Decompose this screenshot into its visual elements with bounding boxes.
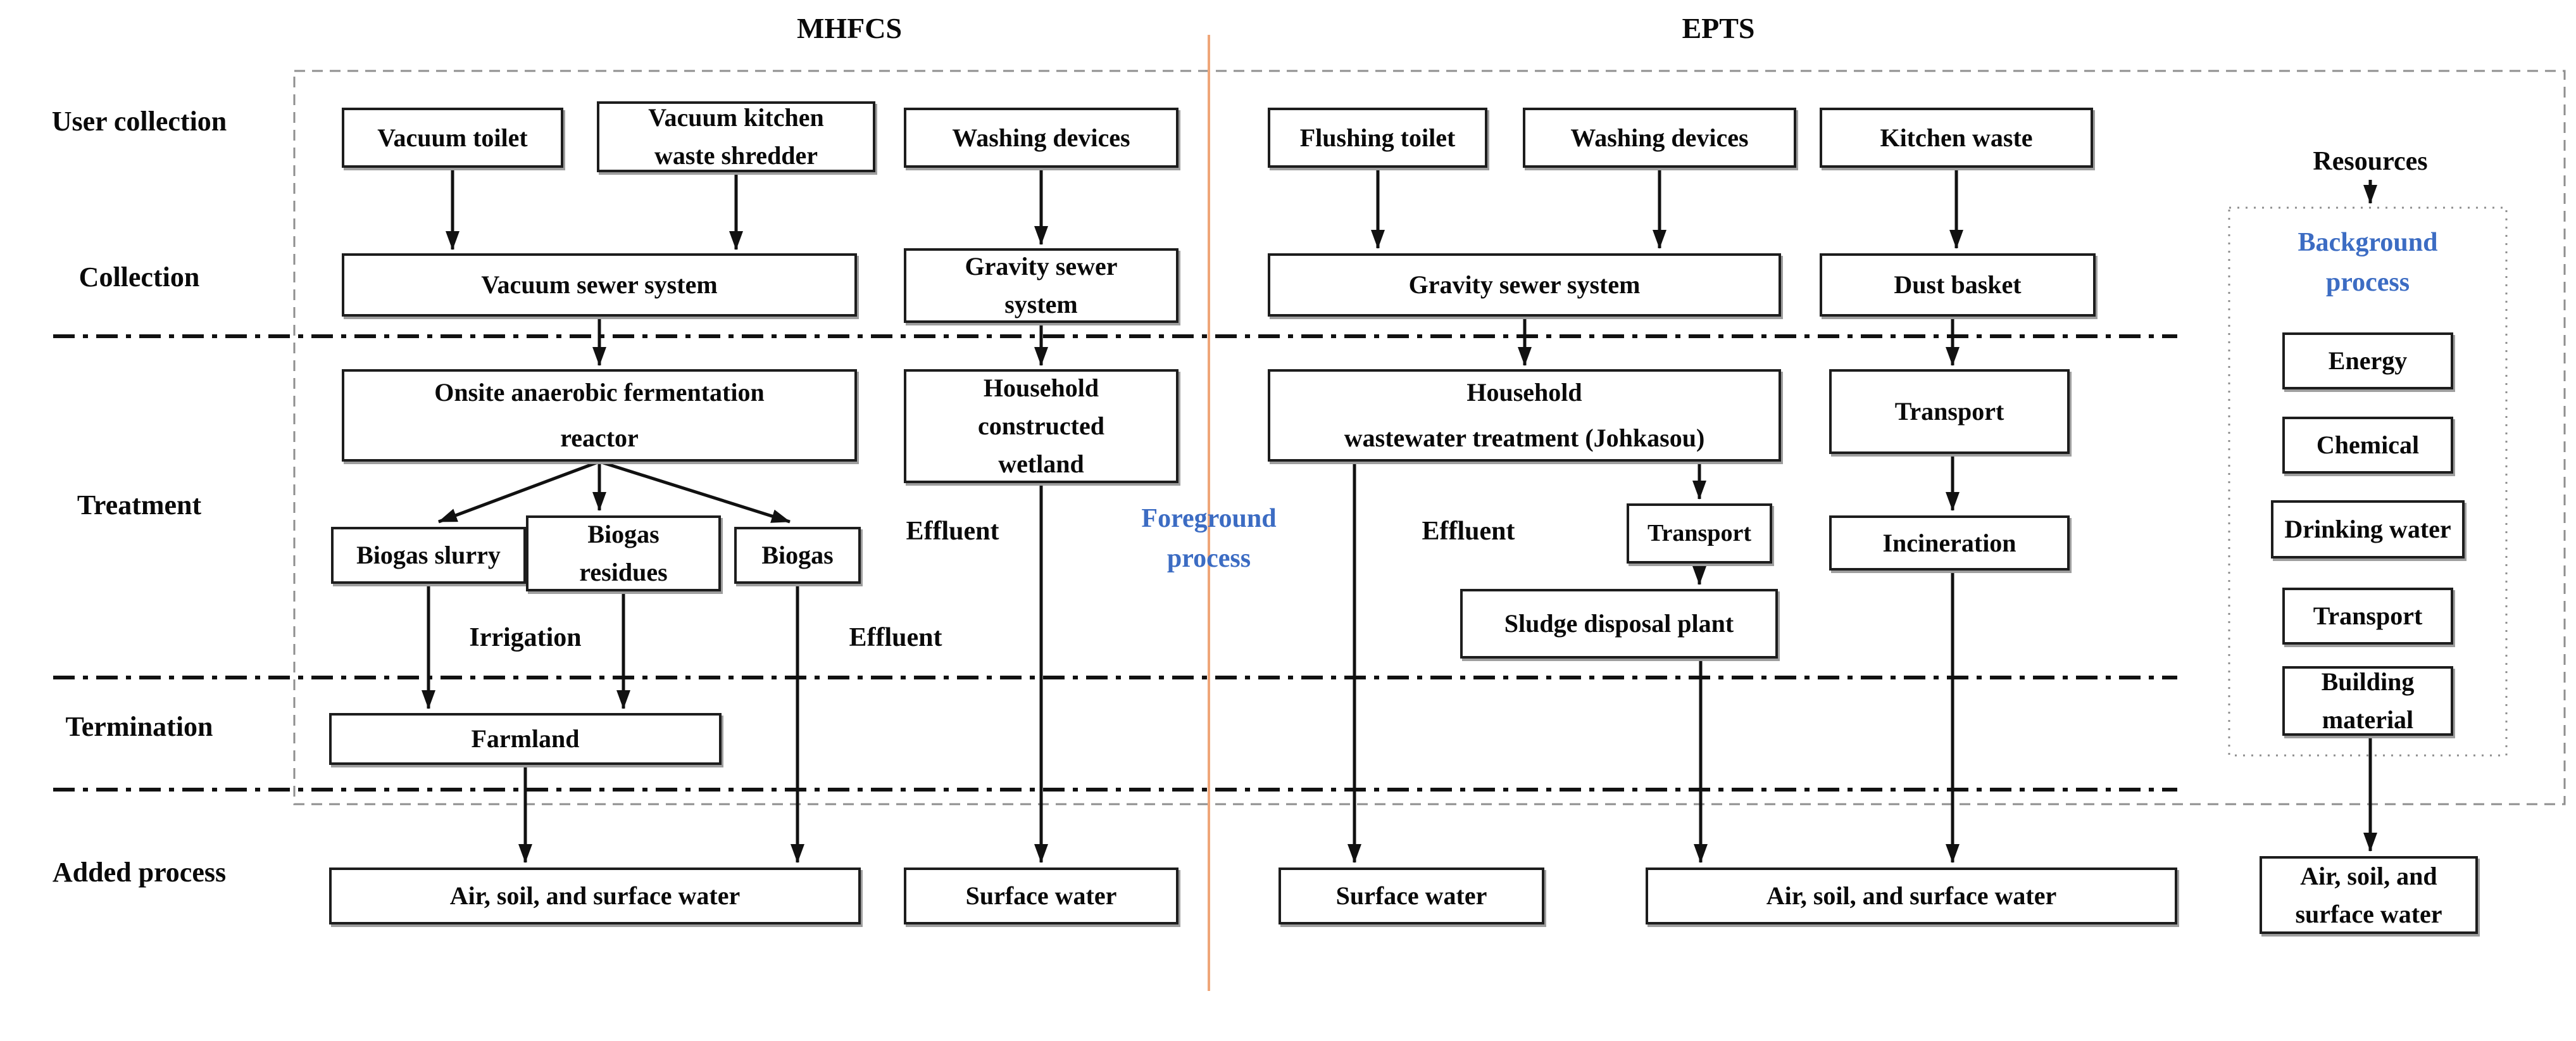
- header-mhfcs: MHFCS: [796, 12, 903, 44]
- label-effluent-wetland: Effluent: [906, 517, 999, 546]
- box-household-wastewater-treatment-johkasou: Household wastewater treatment (Johkasou…: [1268, 369, 1781, 462]
- box-onsite-anaerobic-fermentation-reactor: Onsite anaerobic fermentation reactor: [342, 369, 857, 462]
- box-surface-water-mhfcs: Surface water: [904, 868, 1179, 924]
- box-gravity-sewer-system-epts: Gravity sewer system: [1268, 253, 1781, 317]
- label-irrigation: Irrigation: [469, 623, 582, 652]
- box-air-soil-surface-water-mhfcs: Air, soil, and surface water: [329, 868, 861, 924]
- box-drinking-water: Drinking water: [2271, 500, 2465, 558]
- box-air-soil-surface-water-epts: Air, soil, and surface water: [1646, 868, 2177, 924]
- stage-label-treatment: Treatment: [77, 489, 202, 520]
- background-process-dotted-box: [2228, 206, 2508, 757]
- box-incineration: Incineration: [1829, 515, 2070, 571]
- box-biogas: Biogas: [734, 527, 861, 584]
- box-air-soil-surface-water-background: Air, soil, and surface water: [2260, 856, 2478, 934]
- box-gravity-sewer-system-mhfcs: Gravity sewer system: [904, 248, 1179, 323]
- box-building-material: Building material: [2282, 666, 2453, 736]
- box-household-constructed-wetland: Household constructed wetland: [904, 369, 1179, 483]
- box-sludge-disposal-plant: Sludge disposal plant: [1460, 589, 1778, 659]
- arrow-reactor-to-biogas-slurry: [438, 460, 600, 524]
- box-transport-background: Transport: [2282, 588, 2453, 645]
- box-transport-johkasou: Transport: [1627, 503, 1772, 564]
- box-vacuum-toilet: Vacuum toilet: [342, 108, 563, 168]
- header-epts: EPTS: [1682, 12, 1755, 44]
- box-farmland: Farmland: [329, 713, 722, 765]
- box-energy: Energy: [2282, 332, 2453, 389]
- box-surface-water-epts: Surface water: [1279, 868, 1544, 924]
- stage-label-collection: Collection: [78, 262, 200, 293]
- box-transport-epts: Transport: [1829, 369, 2070, 454]
- box-chemical: Chemical: [2282, 417, 2453, 474]
- box-washing-devices-mhfcs: Washing devices: [904, 108, 1179, 168]
- box-vacuum-kitchen-waste-shredder: Vacuum kitchen waste shredder: [597, 101, 875, 172]
- stage-label-added-process: Added process: [52, 857, 227, 888]
- label-resources: Resources: [2313, 147, 2428, 176]
- arrow-reactor-to-biogas: [599, 460, 791, 524]
- box-washing-devices-epts: Washing devices: [1523, 108, 1796, 168]
- label-effluent-johkasou: Effluent: [1422, 517, 1515, 546]
- box-vacuum-sewer-system: Vacuum sewer system: [342, 253, 857, 317]
- label-effluent-biogas: Effluent: [849, 623, 942, 652]
- box-biogas-residues: Biogas residues: [526, 515, 721, 591]
- stage-label-termination: Termination: [65, 711, 213, 742]
- box-flushing-toilet: Flushing toilet: [1268, 108, 1487, 168]
- label-foreground-process: Foreground process: [1141, 504, 1277, 573]
- box-kitchen-waste: Kitchen waste: [1820, 108, 2093, 168]
- label-background-process: Background process: [2298, 228, 2438, 297]
- box-biogas-slurry: Biogas slurry: [331, 527, 526, 584]
- box-dust-basket: Dust basket: [1820, 253, 2096, 317]
- stage-label-user-collection: User collection: [51, 106, 227, 137]
- foreground-boundary-dashed-box: [293, 70, 2566, 805]
